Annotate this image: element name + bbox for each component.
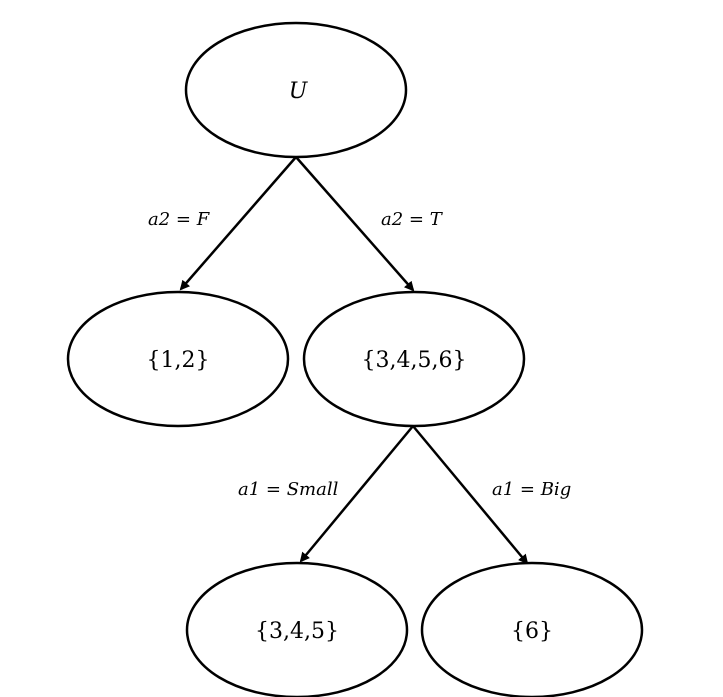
node-left [66,290,290,428]
node-left-label: {1,2} [147,348,210,373]
node-bottom-right-label: {6} [511,619,553,644]
node-bottom-left-label: {3,4,5} [255,619,339,644]
node-mid [302,290,526,428]
edge-mid-to-bottom-left [299,425,414,563]
node-bottom-left [185,561,409,697]
edge-root-to-mid [295,156,415,292]
edge-label-a2-true: a2 = T [381,209,444,230]
node-bottom-right [420,561,644,697]
node-mid-label: {3,4,5,6} [362,348,467,373]
node-root-label: U [289,79,309,104]
edge-label-a2-false: a2 = F [148,209,211,230]
edge-root-to-left [179,156,297,291]
edge-label-a1-big: a1 = Big [492,479,571,500]
node-root [184,21,408,159]
edge-label-a1-small: a1 = Small [238,479,339,500]
edge-mid-to-bottom-right [412,425,529,565]
